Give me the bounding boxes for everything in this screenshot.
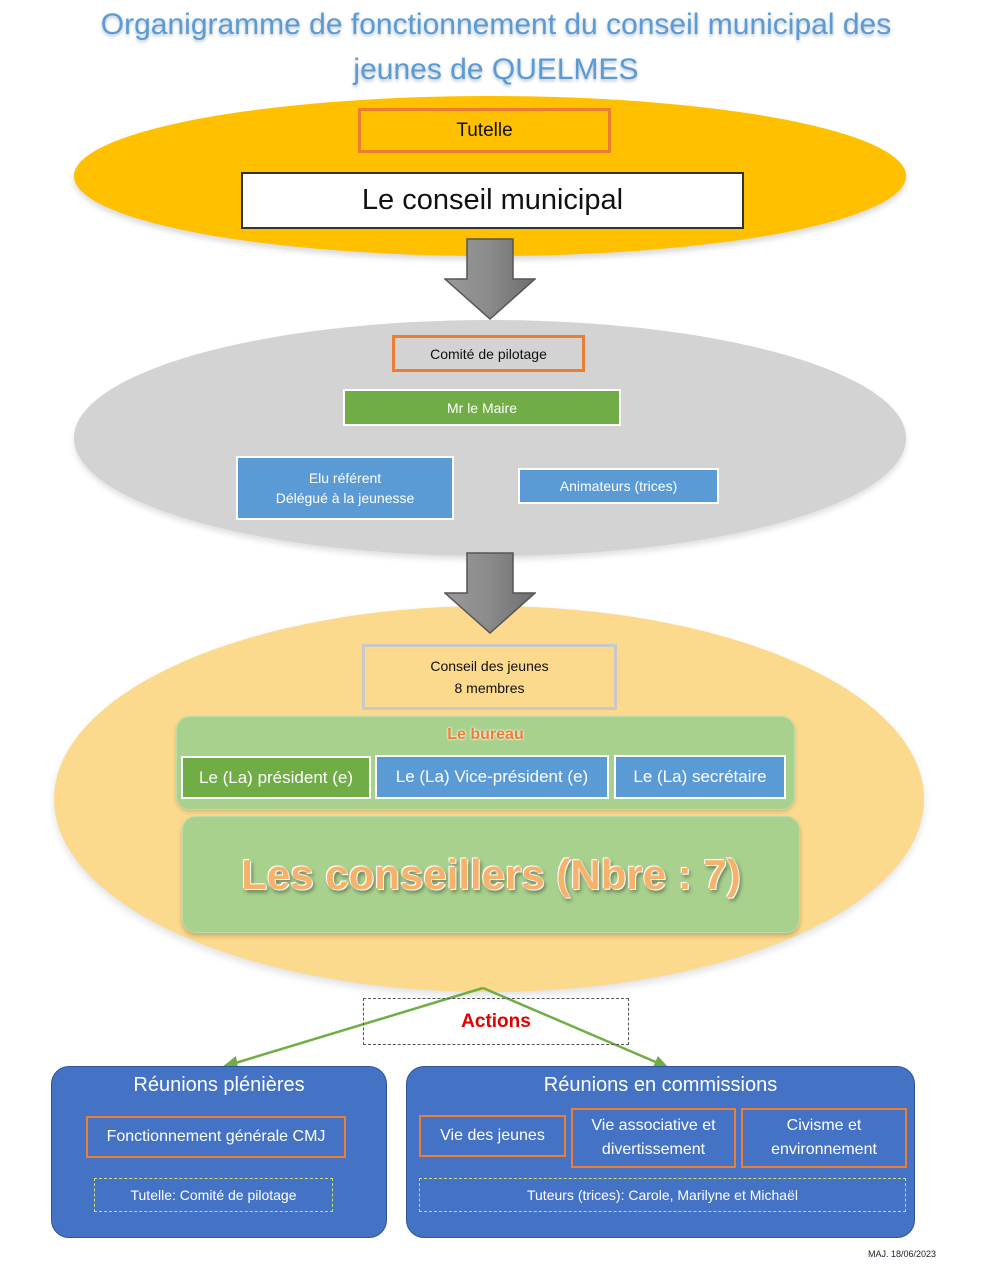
- maire-box: Mr le Maire: [343, 389, 621, 426]
- reunions-commissions-title: Réunions en commissions: [543, 1074, 778, 1096]
- vie-jeunes-box: Vie des jeunes: [419, 1115, 566, 1157]
- update-date: MAJ. 18/06/2023: [868, 1249, 937, 1259]
- conseil-jeunes-label: Conseil des jeunes: [430, 658, 549, 674]
- tutelle-box: Tutelle: [358, 108, 611, 153]
- vie-associative-line1: Vie associative et: [591, 1117, 716, 1134]
- reunions-plenieres-title: Réunions plénières: [133, 1074, 305, 1096]
- vie-associative-box: Vie associative et divertissement: [571, 1108, 736, 1168]
- elu-referent-box: Elu référent Délégué à la jeunesse: [236, 456, 454, 520]
- comite-pilotage-box: Comité de pilotage: [392, 335, 585, 372]
- pilotage-ellipse: [74, 320, 906, 556]
- title-line-2: jeunes de QUELMES: [353, 53, 639, 86]
- civisme-line1: Civisme et: [786, 1117, 862, 1134]
- president-box: Le (La) président (e): [181, 756, 371, 799]
- conseillers-box: Les conseillers (Nbre : 7): [182, 816, 800, 933]
- civisme-box: Civisme et environnement: [741, 1108, 907, 1168]
- secretaire-box: Le (La) secrétaire: [614, 755, 786, 799]
- arrow-down-icon: [444, 238, 536, 320]
- reunions-plenieres-panel: [51, 1066, 387, 1238]
- vie-associative-line2: divertissement: [601, 1141, 706, 1158]
- bureau-title: Le bureau: [447, 726, 524, 743]
- conseil-municipal-box: Le conseil municipal: [241, 172, 744, 229]
- civisme-line2: environnement: [771, 1141, 877, 1158]
- vice-president-box: Le (La) Vice-président (e): [375, 755, 609, 799]
- title-line-1: Organigramme de fonctionnement du consei…: [100, 8, 892, 41]
- membres-count: 8 membres: [454, 680, 525, 696]
- reunions-commissions-panel: [406, 1066, 915, 1238]
- animateurs-box: Animateurs (trices): [518, 468, 719, 504]
- conseil-jeunes-box: Conseil des jeunes 8 membres: [362, 644, 617, 710]
- tutelle-comite-box: Tutelle: Comité de pilotage: [94, 1178, 333, 1212]
- actions-box: Actions: [363, 998, 629, 1045]
- page-title: Organigramme de fonctionnement du consei…: [40, 2, 952, 92]
- tuteurs-box: Tuteurs (trices): Carole, Marilyne et Mi…: [419, 1178, 906, 1212]
- elu-referent-label: Elu référent: [308, 470, 382, 486]
- arrow-down-icon: [444, 552, 536, 634]
- delegue-jeunesse-label: Délégué à la jeunesse: [275, 490, 415, 506]
- fonctionnement-box: Fonctionnement générale CMJ: [86, 1116, 346, 1158]
